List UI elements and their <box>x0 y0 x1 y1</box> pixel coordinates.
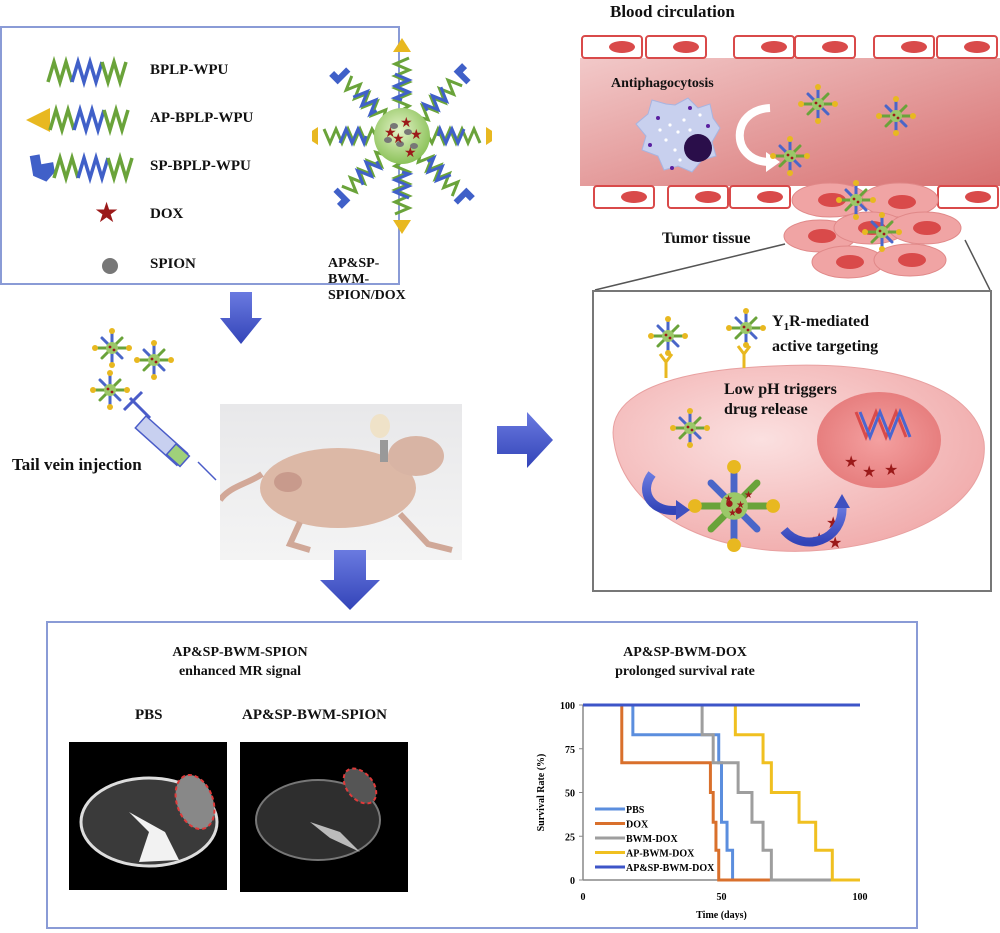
svg-text:★: ★ <box>392 132 405 147</box>
svg-text:★: ★ <box>410 128 423 143</box>
tumor-cell-detail-box: ★★★ ★★★ ★★★★ Y1R-mediated active targeti… <box>592 290 992 592</box>
series-line-bwm-dox <box>583 703 833 882</box>
star-icon: ★ <box>94 198 120 229</box>
macrophage-icon <box>635 97 721 173</box>
y-tick-label: 100 <box>560 701 575 712</box>
svg-text:★: ★ <box>404 146 417 161</box>
y-tick-label: 50 <box>565 789 575 800</box>
svg-text:★: ★ <box>828 535 842 552</box>
legend-label: PBS <box>626 805 645 816</box>
svg-text:★: ★ <box>844 454 858 471</box>
legend-label-spion: SPION <box>150 256 196 272</box>
mouse-photo <box>217 404 462 560</box>
x-tick-label: 0 <box>581 892 586 903</box>
y-axis-label: Survival Rate (%) <box>536 754 547 832</box>
legend-label-dox: DOX <box>150 206 184 222</box>
dot-icon <box>102 258 118 274</box>
polymer-chain-sp-icon <box>29 151 134 185</box>
svg-text:★: ★ <box>862 464 876 481</box>
y-tick-label: 0 <box>570 876 575 887</box>
series-line-dox <box>583 703 772 882</box>
blood-vessel-illustration <box>580 35 1000 290</box>
legend-label-ap-bplp-wpu: AP-BPLP-WPU <box>150 110 254 126</box>
y-tick-label: 75 <box>565 745 575 756</box>
tumor-tissue-label: Tumor tissue <box>662 230 751 247</box>
drug-release-label: Low pH triggers drug release <box>724 381 837 418</box>
svg-text:★: ★ <box>744 490 753 501</box>
legend-label-bplp-wpu: BPLP-WPU <box>150 62 229 78</box>
x-tick-label: 100 <box>853 892 868 903</box>
polymer-chain-ap-icon <box>26 103 130 137</box>
mr-title: AP&SP-BWM-SPION enhanced MR signal <box>172 645 308 679</box>
mr-label-pbs: PBS <box>135 707 163 723</box>
tumor-cell-illustration: ★★★ ★★★ ★★★★ <box>612 306 985 590</box>
arrow-down-icon-2 <box>320 550 380 610</box>
x-tick-label: 50 <box>717 892 727 903</box>
x-axis-label: Time (days) <box>696 910 747 920</box>
legend-box: BPLP-WPU AP-BPLP-WPU SP-BPLP-WPU ★ DOX S… <box>0 26 492 303</box>
legend-label-sp-bplp-wpu: SP-BPLP-WPU <box>150 158 251 174</box>
legend-label: AP&SP-BWM-DOX <box>626 863 715 874</box>
mr-image-pbs <box>69 742 227 890</box>
svg-text:★: ★ <box>724 494 733 505</box>
syringe-icon <box>122 390 217 481</box>
dna-helix-icon <box>854 407 912 442</box>
arrow-right-icon <box>497 412 553 468</box>
micelles-and-syringe <box>88 326 217 481</box>
legend-label: AP-BWM-DOX <box>626 849 695 860</box>
svg-text:★: ★ <box>728 508 737 519</box>
y-tick-label: 25 <box>565 832 575 843</box>
targeting-label: Y1R-mediated active targeting <box>772 313 879 356</box>
polymer-chain-icon <box>46 55 128 89</box>
mr-label-spion: AP&SP-BWM-SPION <box>242 707 387 723</box>
svg-text:★: ★ <box>736 500 745 511</box>
series-line-ap-bwm-dox <box>583 703 860 882</box>
survival-title: AP&SP-BWM-DOX prolonged survival rate <box>615 645 755 679</box>
tail-vein-injection-label: Tail vein injection <box>12 455 142 474</box>
arrow-down-icon <box>220 292 262 344</box>
mr-image-spion <box>240 742 408 892</box>
legend-label: DOX <box>626 820 649 831</box>
results-box <box>46 621 918 929</box>
micelle-illustration: ★★★★★ <box>312 38 492 234</box>
svg-text:★: ★ <box>384 126 397 141</box>
blood-circulation-title: Blood circulation <box>610 2 735 21</box>
micelle-label: AP&SP-BWM-SPION/DOX <box>328 256 406 303</box>
endothelial-cells-top <box>581 35 998 59</box>
legend-label: BWM-DOX <box>626 834 678 845</box>
endothelial-cells-bottom <box>593 185 999 209</box>
svg-text:★: ★ <box>884 462 898 479</box>
svg-text:★: ★ <box>400 116 413 131</box>
antiphagocytosis-label: Antiphagocytosis <box>611 76 714 91</box>
